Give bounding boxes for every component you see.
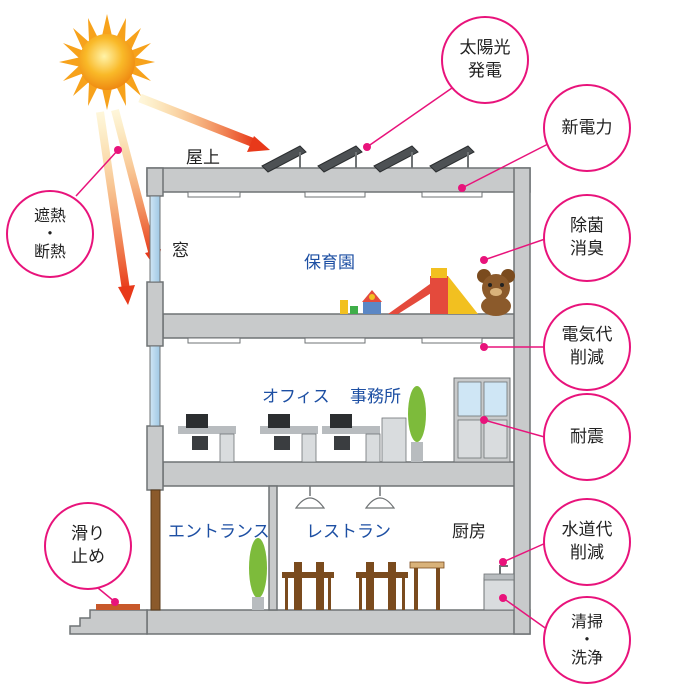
building <box>146 167 531 635</box>
nursery-toys-icon <box>340 268 478 314</box>
callout-sterilize-deodorize: 除菌 消臭 <box>543 194 631 282</box>
callout-anti-slip: 滑り 止め <box>44 502 132 590</box>
callout-earthquake-resistance: 耐震 <box>543 393 631 481</box>
label-window: 窓 <box>172 241 189 261</box>
restaurant-furniture-icon <box>282 486 445 610</box>
label-entrance: エントランス <box>168 522 270 542</box>
teddy-bear-icon <box>477 269 515 316</box>
callout-solar-power: 太陽光 発電 <box>441 16 529 104</box>
office-furniture-icon <box>178 377 511 463</box>
callout-dots <box>111 143 507 606</box>
plant-icon <box>249 386 426 610</box>
label-office-place: 事務所 <box>350 387 401 407</box>
sun-icon <box>59 14 155 110</box>
callout-electricity-reduction: 電気代 削減 <box>543 303 631 391</box>
left-windows <box>149 195 161 611</box>
label-nursery: 保育園 <box>304 253 355 273</box>
kitchen-sink-icon <box>483 565 515 611</box>
solar-panels-icon <box>261 145 475 173</box>
entrance-steps <box>69 609 148 635</box>
callout-heat-insulation: 遮熱 ・ 断熱 <box>6 190 94 278</box>
label-kitchen: 厨房 <box>452 522 486 542</box>
label-rooftop: 屋上 <box>186 148 220 168</box>
callout-leaders <box>75 87 549 631</box>
anti-slip-mat <box>96 604 140 610</box>
ceiling-lights <box>187 191 483 344</box>
callout-new-power: 新電力 <box>543 84 631 172</box>
callout-cleaning-washing: 清掃 ・ 洗浄 <box>543 596 631 684</box>
label-office: オフィス <box>262 387 330 407</box>
label-restaurant: レストラン <box>306 522 391 542</box>
sun-ray-arrows <box>96 93 270 305</box>
callout-water-reduction: 水道代 削減 <box>543 498 631 586</box>
